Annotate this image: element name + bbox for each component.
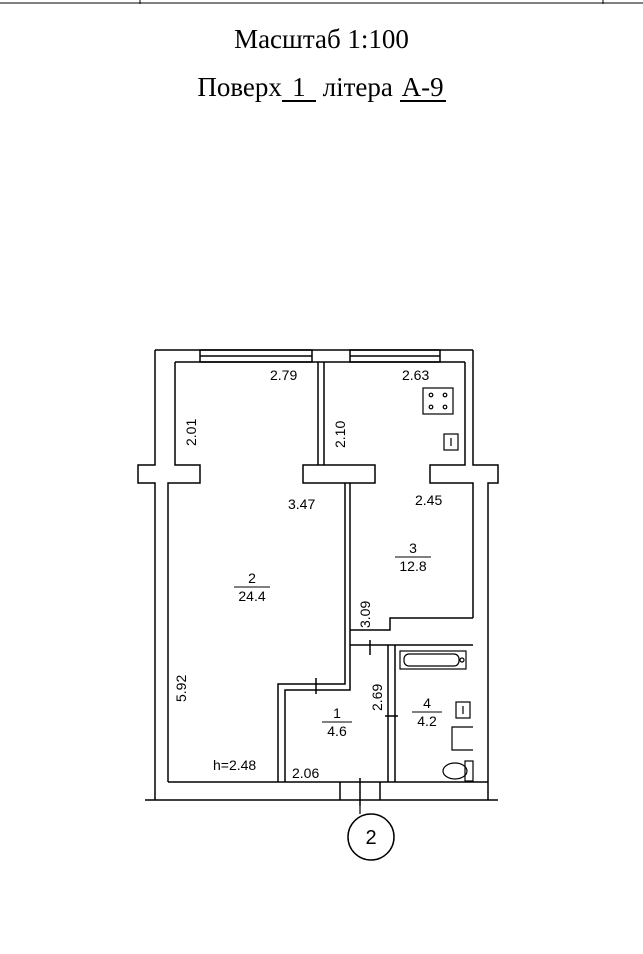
- dim-partition-upper: 2.10: [332, 421, 348, 448]
- room-area: 12.8: [399, 558, 426, 574]
- axis-label: 2: [365, 827, 376, 849]
- dim-room1-width: 2.06: [292, 765, 319, 781]
- floor-number: 1: [281, 74, 316, 102]
- floor-label: Поверх: [197, 72, 282, 102]
- kitchen-sink-icon: [443, 433, 459, 451]
- wall-niche: [451, 726, 473, 751]
- room-area: 4.2: [417, 713, 437, 729]
- liter-value: А-9: [399, 72, 446, 102]
- ceiling-height: h=2.48: [213, 757, 256, 773]
- liter-label: літера: [322, 72, 393, 102]
- bathtub-icon: [399, 650, 467, 670]
- dim-left-upper: 2.01: [183, 419, 199, 446]
- bathroom-sink-icon: [455, 701, 471, 719]
- dim-top-right: 2.63: [402, 367, 429, 383]
- room-number: 1: [333, 705, 341, 721]
- dim-room2-width: 3.47: [288, 496, 315, 512]
- dim-room1-height: 2.69: [369, 684, 385, 711]
- room-area: 4.6: [327, 723, 347, 739]
- dim-room2-height: 5.92: [173, 675, 189, 702]
- walls: [0, 0, 643, 806]
- scale-title: Масштаб 1:100: [234, 24, 409, 54]
- axis-marker: 2: [347, 806, 395, 861]
- stove-icon: [422, 387, 454, 415]
- toilet-icon: [442, 760, 474, 782]
- fixtures: [399, 387, 474, 782]
- room-number: 4: [423, 695, 431, 711]
- dim-room3-height: 3.09: [357, 601, 373, 628]
- dim-room3-width: 2.45: [415, 492, 442, 508]
- dimensions: 2.79 2.63 2.01 2.10 3.47 2.45 3.09 5.92 …: [173, 367, 442, 781]
- room-area: 24.4: [238, 588, 265, 604]
- room-labels: 2 24.4 3 12.8 1 4.6 4 4.2: [234, 540, 442, 739]
- dim-top-left: 2.79: [270, 367, 297, 383]
- room-number: 3: [409, 540, 417, 556]
- room-number: 2: [248, 570, 256, 586]
